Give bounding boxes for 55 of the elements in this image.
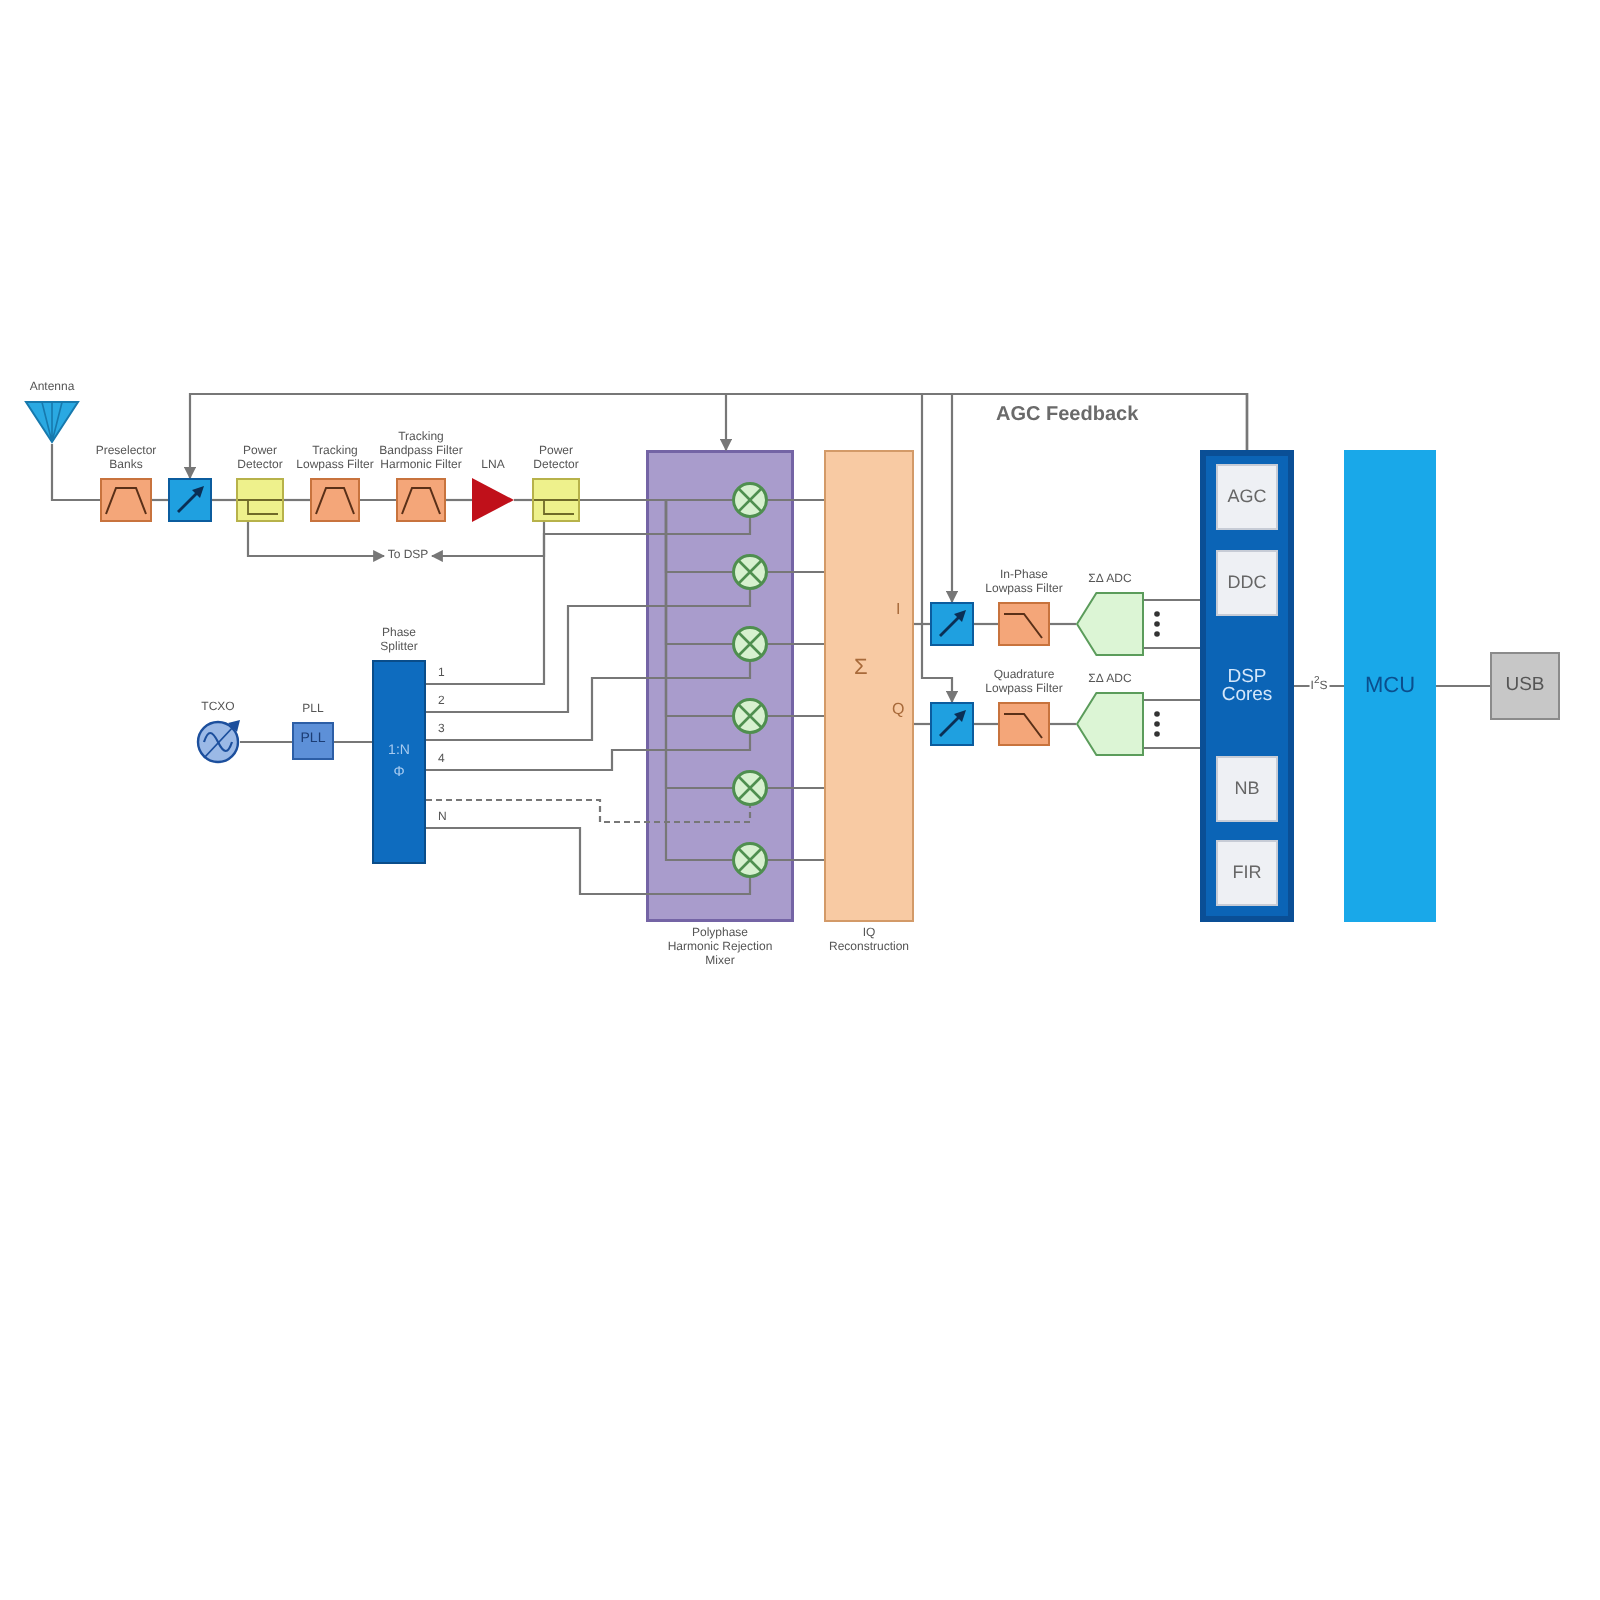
connector-line: [514, 498, 532, 502]
mixer-symbol: [732, 554, 768, 590]
mixer-symbol: [732, 770, 768, 806]
mixer-symbol: [732, 482, 768, 518]
usb-port-block: USB: [1490, 652, 1560, 720]
connector-line: [334, 740, 372, 744]
connector-line: [768, 858, 824, 862]
connector-line: [1436, 684, 1490, 688]
connector-line: [426, 826, 752, 896]
connector-line: [768, 786, 824, 790]
connector-line: [50, 444, 100, 502]
connector-line: [914, 722, 930, 726]
connector-line: [360, 498, 396, 502]
arrow: [430, 522, 546, 563]
mixer-symbol: [732, 626, 768, 662]
attenuator-symbol: [168, 478, 212, 522]
mcu-panel: MCU: [1344, 450, 1436, 922]
connector-line: [212, 498, 236, 502]
connector-line: [1144, 746, 1200, 750]
dsp-function-tile: DDC: [1216, 550, 1278, 616]
connector-line: [426, 518, 752, 686]
mixer-symbol: [732, 842, 768, 878]
connector-line: [768, 642, 824, 646]
connector-line: [426, 662, 752, 742]
edge-label: AGC Feedback: [994, 404, 1141, 426]
mixer-symbol: [732, 698, 768, 734]
connector-line: [426, 734, 752, 772]
connector-line: [284, 498, 310, 502]
connector-line: [1050, 722, 1076, 726]
connector-line: [1144, 698, 1200, 702]
dsp-function-tile: NB: [1216, 756, 1278, 822]
connector-line: [446, 498, 472, 502]
block-text: Σ: [854, 658, 868, 680]
connector-line: [426, 798, 752, 824]
arrow: [246, 522, 386, 563]
connector-line: [974, 622, 998, 626]
attenuator-symbol: [930, 602, 974, 646]
block-text: DSP Cores: [1219, 667, 1275, 705]
block-text: Q: [892, 702, 905, 718]
connector-line: [768, 570, 824, 574]
connector-line: [1144, 646, 1200, 650]
connector-line: [974, 722, 998, 726]
connector-line: [426, 590, 752, 714]
connector-line: [768, 714, 824, 718]
connector-line: [152, 498, 168, 502]
arrow: [920, 392, 1249, 704]
attenuator-symbol: [930, 702, 974, 746]
connector-line: [768, 498, 824, 502]
block-text: I: [896, 602, 901, 618]
connector-line: [1144, 598, 1200, 602]
dsp-panel: [1200, 450, 1294, 922]
connector-line: [240, 740, 292, 744]
dsp-function-tile: AGC: [1216, 464, 1278, 530]
connector-line: [1050, 622, 1076, 626]
dsp-function-tile: FIR: [1216, 840, 1278, 906]
